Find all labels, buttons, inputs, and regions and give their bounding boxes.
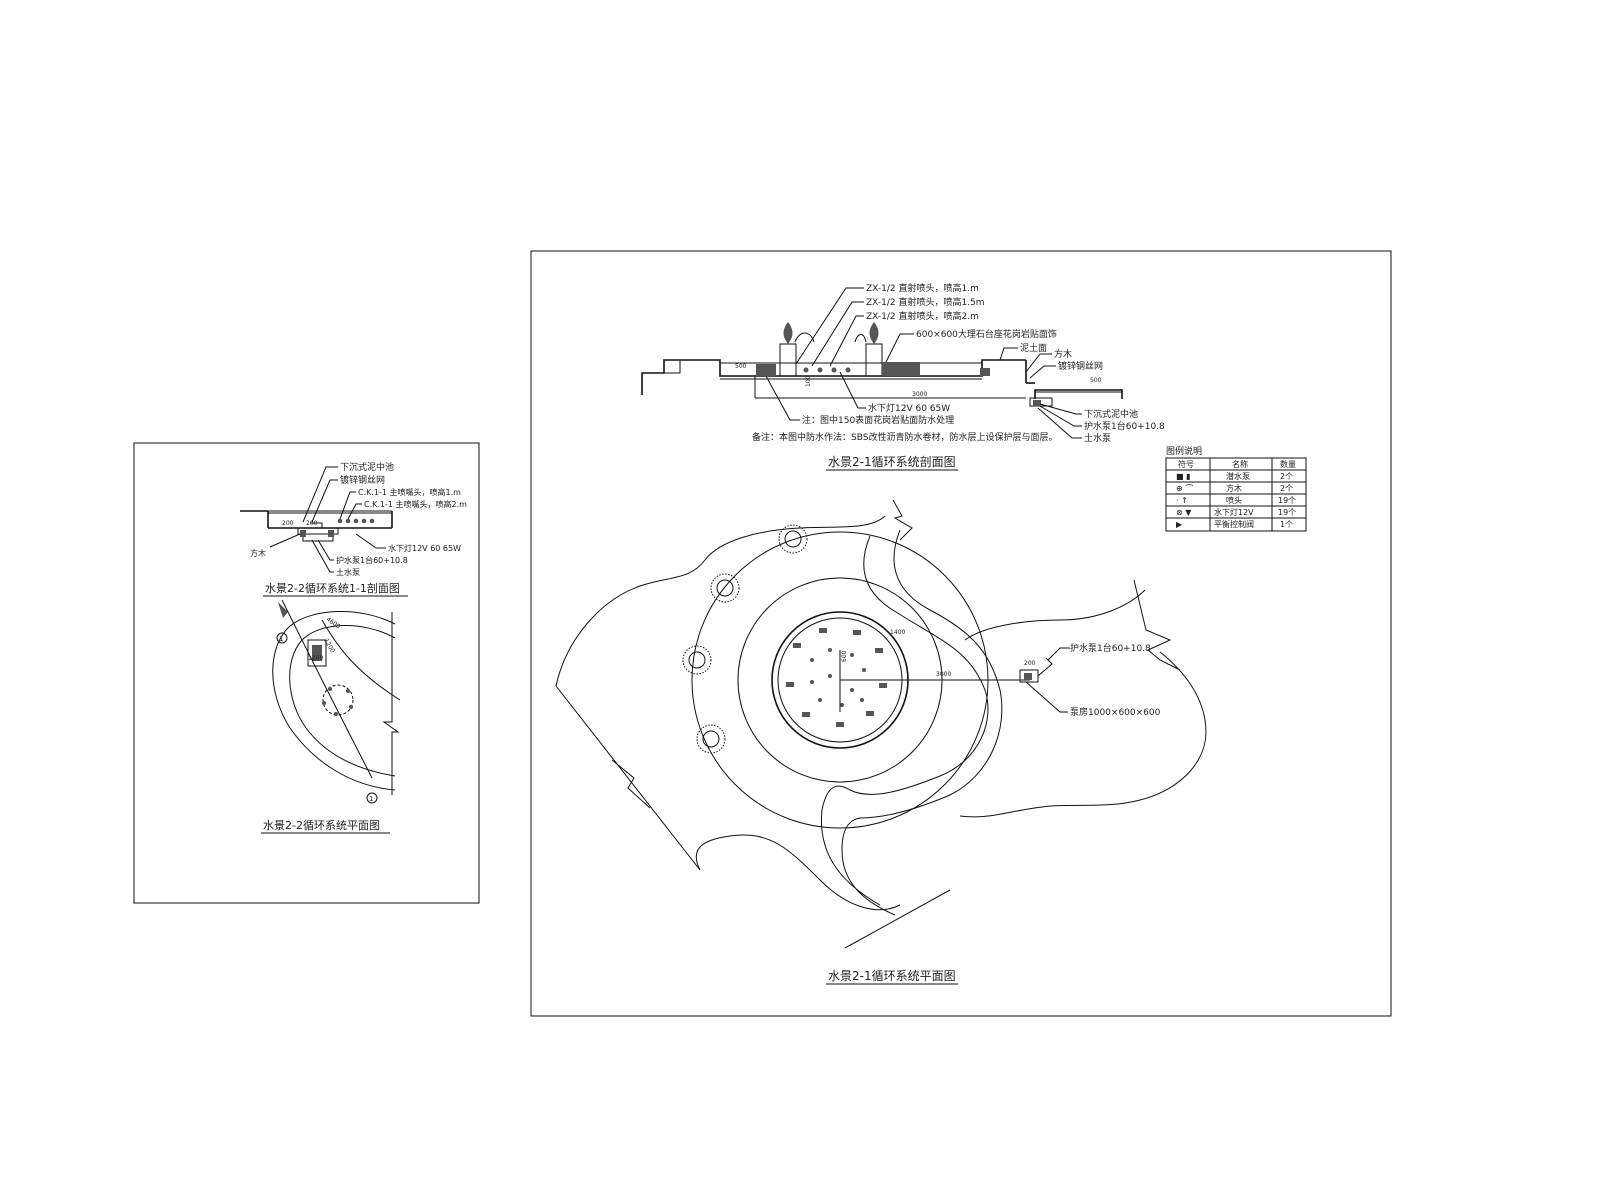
section-right-label-3: 下沉式泥中池	[1084, 408, 1138, 420]
legend-header-qty: 数量	[1280, 459, 1296, 469]
legend-row-3-qty: 19个	[1278, 496, 1296, 505]
legend-header-symbol: 符号	[1178, 459, 1194, 469]
section-dim-2: 3000	[912, 391, 927, 398]
small-section-drawing	[240, 466, 393, 573]
section-callout-5: 泥土面	[1020, 342, 1047, 354]
legend-header-name: 名称	[1232, 459, 1248, 469]
legend-row-4-symbol: ⊗ ▼	[1176, 508, 1192, 517]
small-section-title: 水景2-2循环系统1-1剖面图	[265, 581, 400, 595]
section-callout-1: ZX-1/2 直射喷头，喷高1.m	[866, 282, 979, 294]
small-section-label-4: C.K.1-1 主喷嘴头，喷高2.m	[364, 499, 467, 509]
legend-row-5-symbol: ▶	[1176, 520, 1183, 529]
legend-title: 图例说明	[1166, 445, 1202, 457]
section-dim-3: 500	[735, 363, 747, 370]
small-section-left-label: 方木	[250, 548, 266, 558]
small-sheet-frame	[133, 442, 480, 904]
legend-table	[1165, 457, 1307, 532]
section-dim-4: 500	[1090, 377, 1102, 384]
legend-row-1-qty: 2个	[1280, 472, 1293, 481]
small-section-label-3: C.K.1-1 主喷嘴头，喷高1.m	[358, 487, 461, 497]
plan-dim-3: 600	[841, 650, 848, 662]
legend-row-3-symbol: · ↑	[1176, 496, 1188, 505]
small-plan-marker-1: 1	[279, 635, 283, 643]
section-callout-4: 600×600大理石台座花岗岩贴面饰	[916, 328, 1057, 340]
section-callout-3: ZX-1/2 直射喷头，喷高2.m	[866, 310, 979, 322]
section-dim-1: 100	[805, 375, 812, 387]
small-section-dim-1: 200	[282, 520, 294, 527]
legend-row-5-qty: 1个	[1280, 520, 1293, 529]
section-right-label-5: 土水泵	[1084, 432, 1111, 444]
small-section-label-1: 下沉式泥中池	[340, 461, 394, 473]
small-section-dim-2: 200	[306, 520, 318, 527]
pool-jets	[786, 628, 887, 727]
legend-row-1-name: 潜水泵	[1226, 471, 1250, 481]
large-section-drawing	[641, 287, 1123, 439]
legend-row-3-name: 喷头	[1226, 495, 1242, 505]
large-plan-drawing	[555, 499, 1207, 949]
large-plan-title: 水景2-1循环系统平面图	[828, 969, 956, 983]
legend-row-1-symbol: ■ ▮	[1176, 472, 1191, 481]
large-section-title: 水景2-1循环系统剖面图	[828, 455, 956, 469]
legend-row-2-name: 方木	[1226, 483, 1242, 493]
small-plan-marker-2: 1	[369, 795, 373, 803]
small-plan-title: 水景2-2循环系统平面图	[263, 819, 380, 832]
small-section-label-2: 镀锌钢丝网	[340, 474, 385, 486]
small-section-label-5: 水下灯12V 60 65W	[388, 543, 461, 553]
small-plan-dim-2: 1200	[322, 638, 336, 655]
section-lower-label-2: 注：图中150表面花岗岩贴面防水处理	[802, 414, 954, 426]
section-callout-2: ZX-1/2 直射喷头，喷高1.5m	[866, 296, 985, 308]
legend-row-5-name: 平衡控制阀	[1214, 519, 1254, 529]
small-section-label-6: 护水泵1台60+10.8	[336, 555, 408, 565]
small-section-label-7: 土水泵	[336, 567, 360, 577]
legend-row-2-qty: 2个	[1280, 484, 1293, 493]
small-plan-drawing	[272, 599, 401, 804]
legend-row-4-name: 水下灯12V	[1214, 507, 1254, 517]
section-right-label-2: 镀锌钢丝网	[1058, 360, 1103, 372]
legend-row-4-qty: 19个	[1278, 508, 1296, 517]
plan-label-pump: 护水泵1台60+10.8	[1070, 642, 1151, 654]
section-note: 备注：本图中防水作法：SBS改性沥青防水卷材，防水层上设保护层与面层。	[752, 431, 1057, 443]
tree-symbols	[682, 524, 808, 754]
plan-dim-2: 3000	[936, 671, 951, 678]
legend-row-2-symbol: ⊕ ⌒	[1176, 484, 1193, 493]
section-lower-label-1: 水下灯12V 60 65W	[868, 402, 950, 414]
large-sheet-frame	[530, 250, 1392, 1017]
plan-label-pumphouse: 泵房1000×600×600	[1070, 706, 1161, 718]
section-right-label-1: 方木	[1054, 348, 1072, 360]
small-plan-dim-3: 1200	[308, 655, 323, 662]
plan-dim-4: 200	[1024, 660, 1036, 667]
plan-dim-1: 1400	[890, 629, 905, 636]
section-right-label-4: 护水泵1台60+10.8	[1084, 420, 1165, 432]
